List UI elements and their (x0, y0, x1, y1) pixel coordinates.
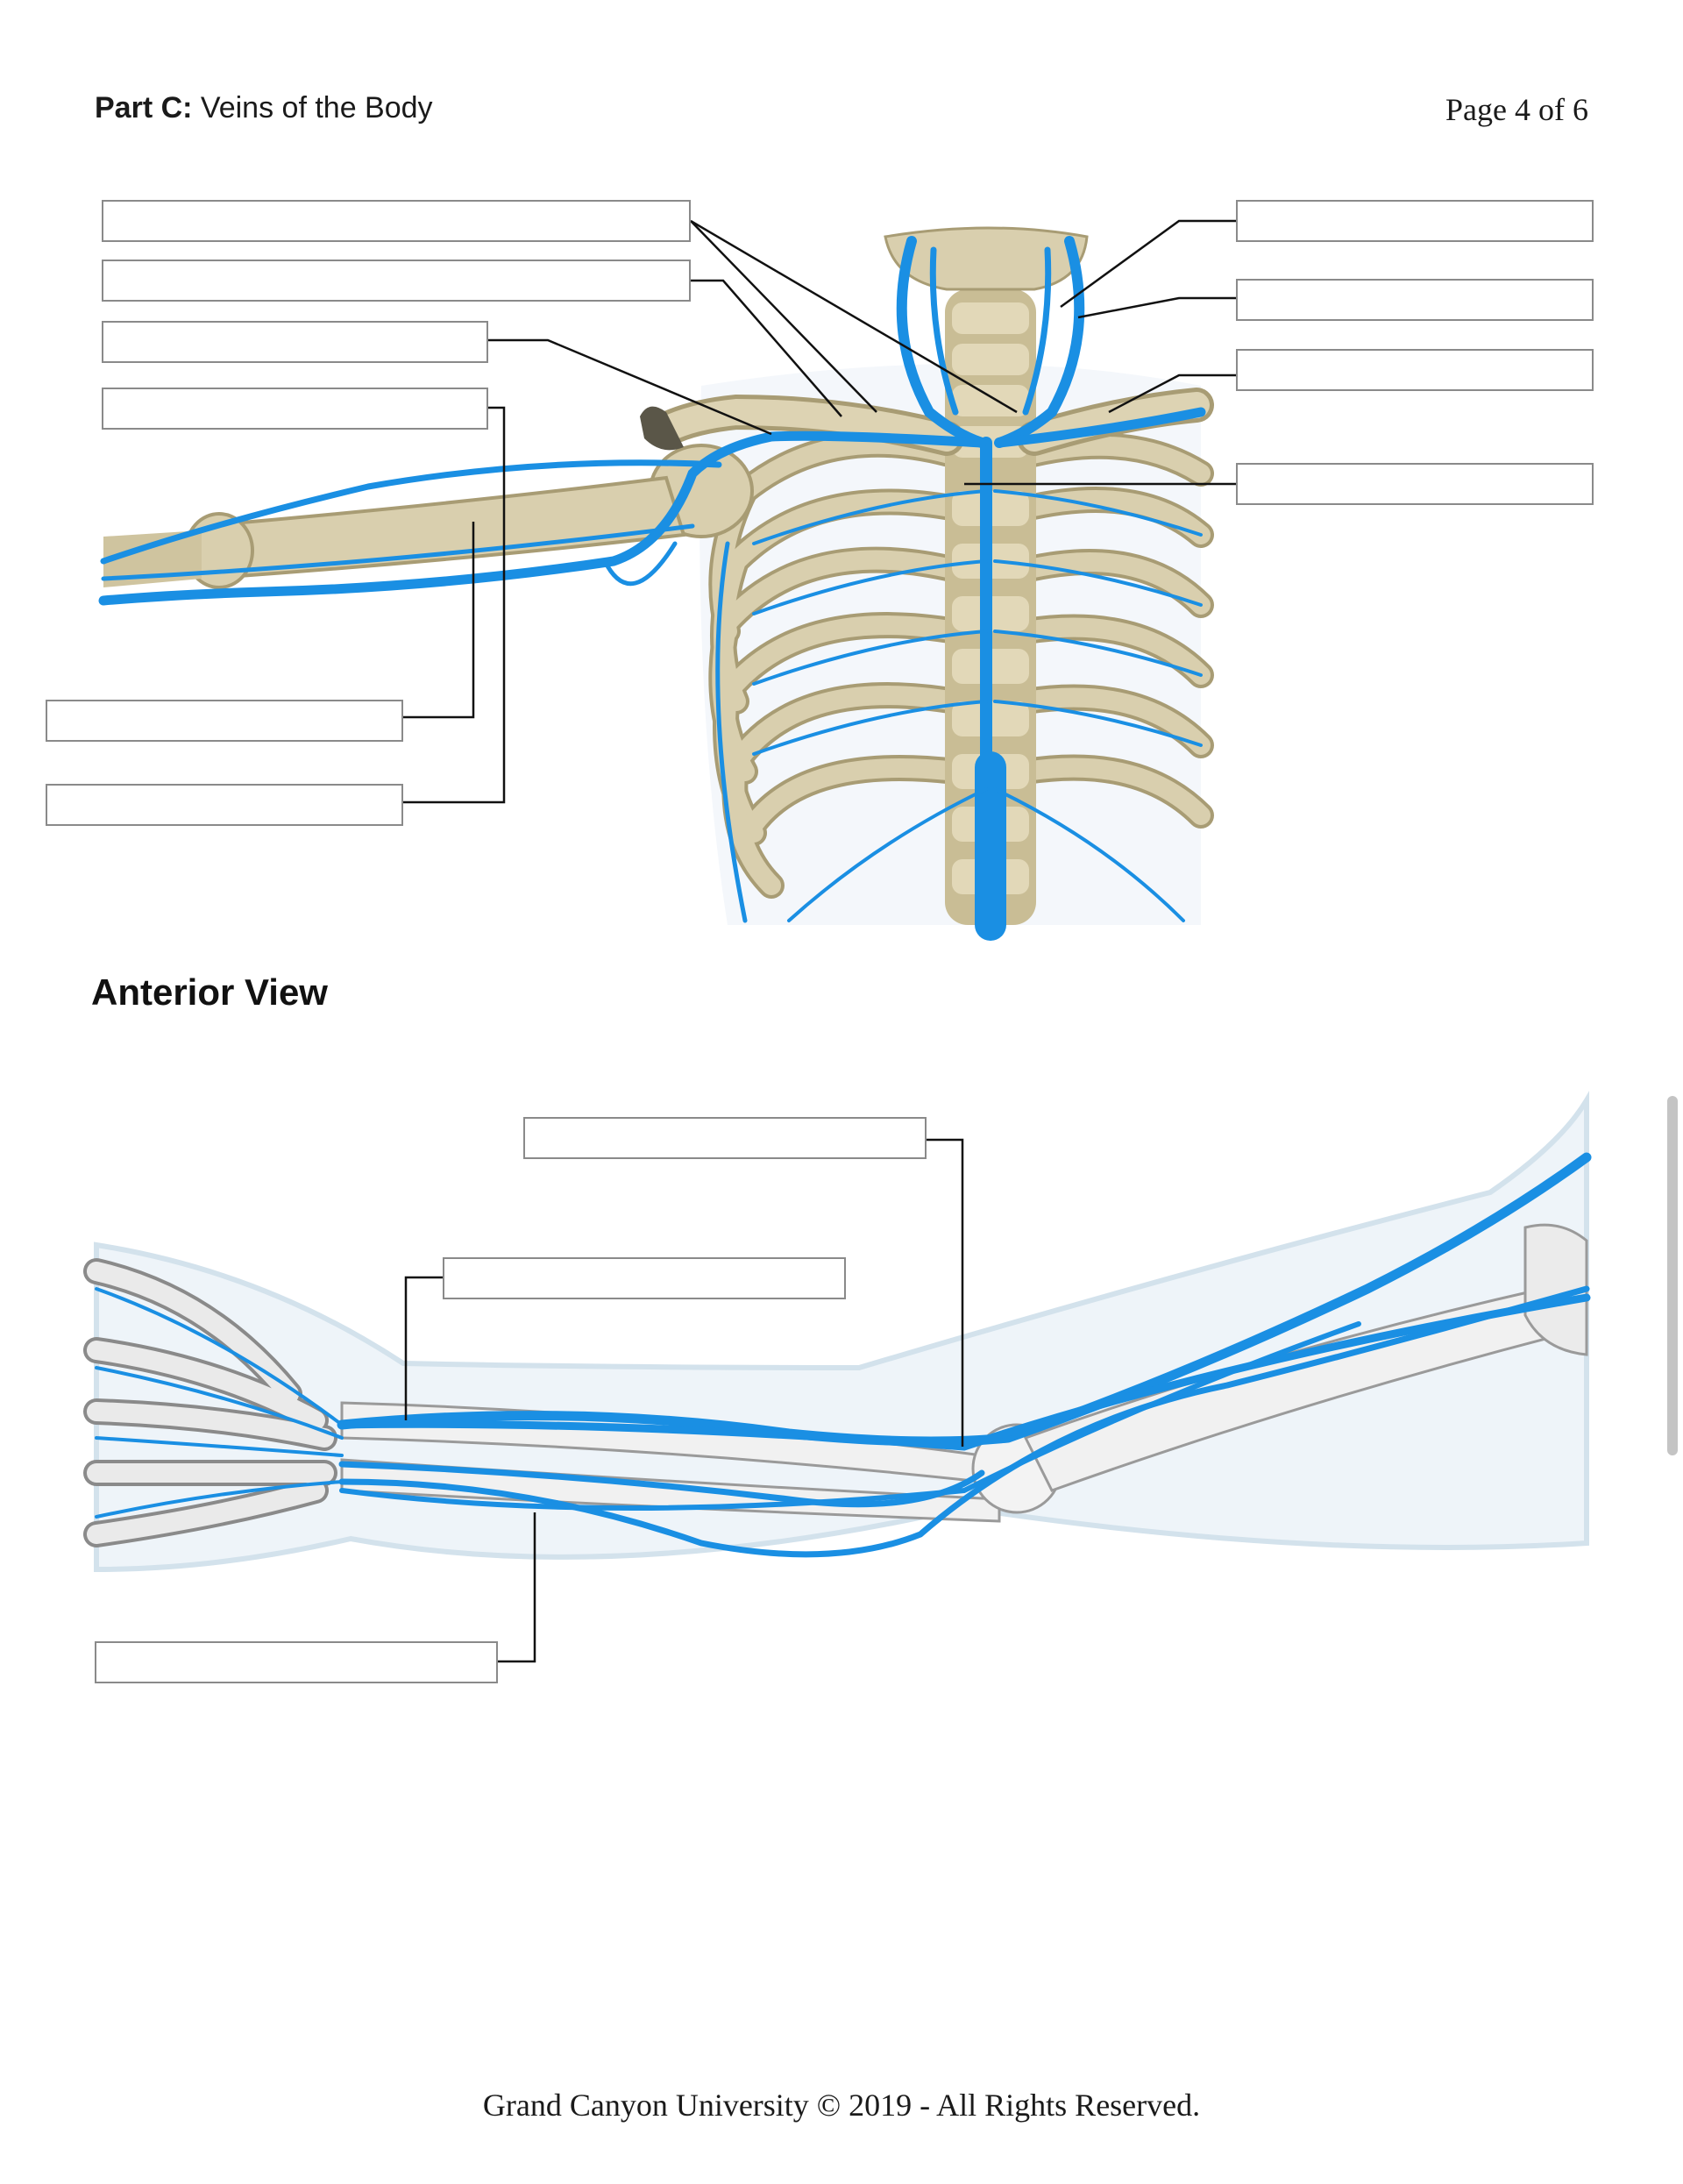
footer-copyright: Grand Canyon University © 2019 - All Rig… (0, 2087, 1683, 2124)
scrollbar-thumb[interactable] (1667, 1096, 1678, 1455)
label-box-arm-1[interactable] (523, 1117, 927, 1159)
section-title: Anterior View (91, 971, 328, 1014)
label-box-arm-3[interactable] (95, 1641, 498, 1683)
label-box-right-1[interactable] (1236, 200, 1594, 242)
label-box-right-2[interactable] (1236, 279, 1594, 321)
label-box-right-3[interactable] (1236, 349, 1594, 391)
label-box-left-6[interactable] (46, 784, 403, 826)
arm-figure (96, 1100, 1587, 1569)
humerus (103, 407, 752, 587)
label-box-left-1[interactable] (102, 200, 691, 242)
skull-base (885, 228, 1087, 289)
label-box-left-4[interactable] (102, 388, 488, 430)
label-box-left-2[interactable] (102, 260, 691, 302)
label-box-arm-2[interactable] (443, 1257, 846, 1299)
label-box-right-4[interactable] (1236, 463, 1594, 505)
label-box-left-3[interactable] (102, 321, 488, 363)
label-box-left-5[interactable] (46, 700, 403, 742)
